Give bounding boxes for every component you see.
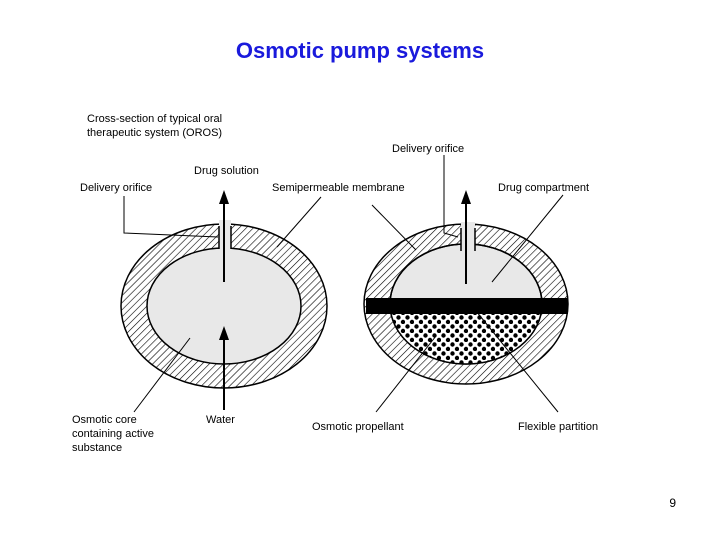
flexible-partition-band: [366, 298, 568, 314]
delivery-orifice-label-right: Delivery orifice: [392, 143, 465, 155]
water-label: Water: [206, 414, 235, 426]
delivery-orifice-label-left: Delivery orifice: [80, 182, 153, 194]
delivery-orifice-gap-right: [461, 222, 475, 252]
drug-compartment-label: Drug compartment: [498, 182, 590, 194]
osmotic-core-label: Osmotic core containing active substance: [72, 414, 154, 454]
semipermeable-membrane-label: Semipermeable membrane: [272, 182, 405, 194]
oros-tablet-right: [363, 190, 569, 385]
flexible-partition-label: Flexible partition: [518, 421, 599, 433]
page-number: 9: [669, 496, 676, 510]
water-arrowhead: [219, 326, 229, 340]
oros-tablet-left: [120, 190, 328, 410]
oros-caption: Cross-section of typical oral therapeuti…: [87, 113, 223, 139]
leader-lines: [123, 155, 564, 413]
drug-solution-arrowhead: [219, 190, 229, 204]
osmotic-propellant-label: Osmotic propellant: [312, 421, 404, 433]
slide-title: Osmotic pump systems: [235, 38, 485, 63]
drug-solution-label: Drug solution: [194, 165, 259, 177]
